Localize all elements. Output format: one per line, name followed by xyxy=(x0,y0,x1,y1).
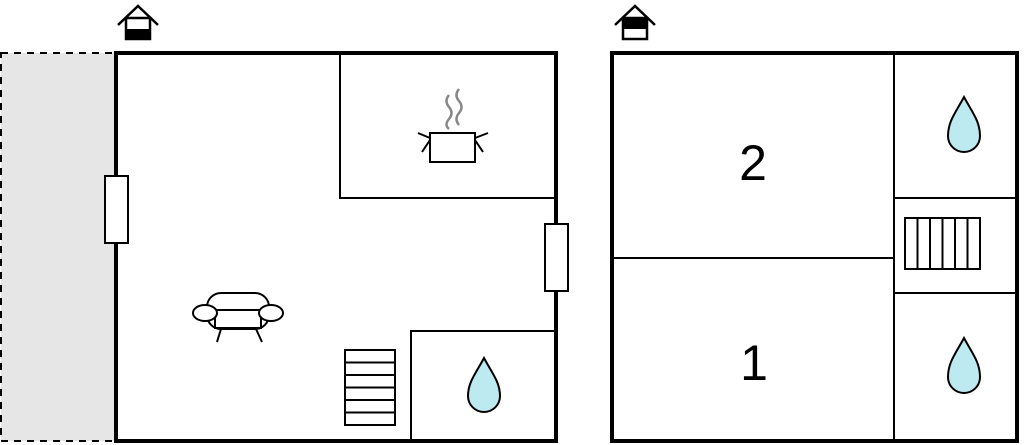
stairs-icon xyxy=(904,217,981,270)
terrace xyxy=(0,52,117,442)
house-ground-floor-icon xyxy=(117,4,159,41)
bathroom-wall xyxy=(410,330,556,441)
water-drop-icon xyxy=(946,335,982,394)
upper-floor-outer-wall xyxy=(610,51,1019,443)
window-right xyxy=(544,223,569,292)
upper-floor: 2 1 xyxy=(610,4,1019,443)
kitchen-wall xyxy=(339,53,556,199)
room-number-2: 2 xyxy=(739,135,767,191)
stairs-icon xyxy=(344,349,396,426)
water-drop-icon xyxy=(466,355,502,413)
water-drop-icon xyxy=(946,94,982,153)
house-upper-floor-icon xyxy=(614,4,656,41)
room-number-1: 1 xyxy=(740,335,768,391)
sofa-icon xyxy=(192,292,284,343)
ground-floor xyxy=(0,4,569,443)
cooking-pot-icon xyxy=(417,88,489,163)
window-left xyxy=(104,175,129,244)
